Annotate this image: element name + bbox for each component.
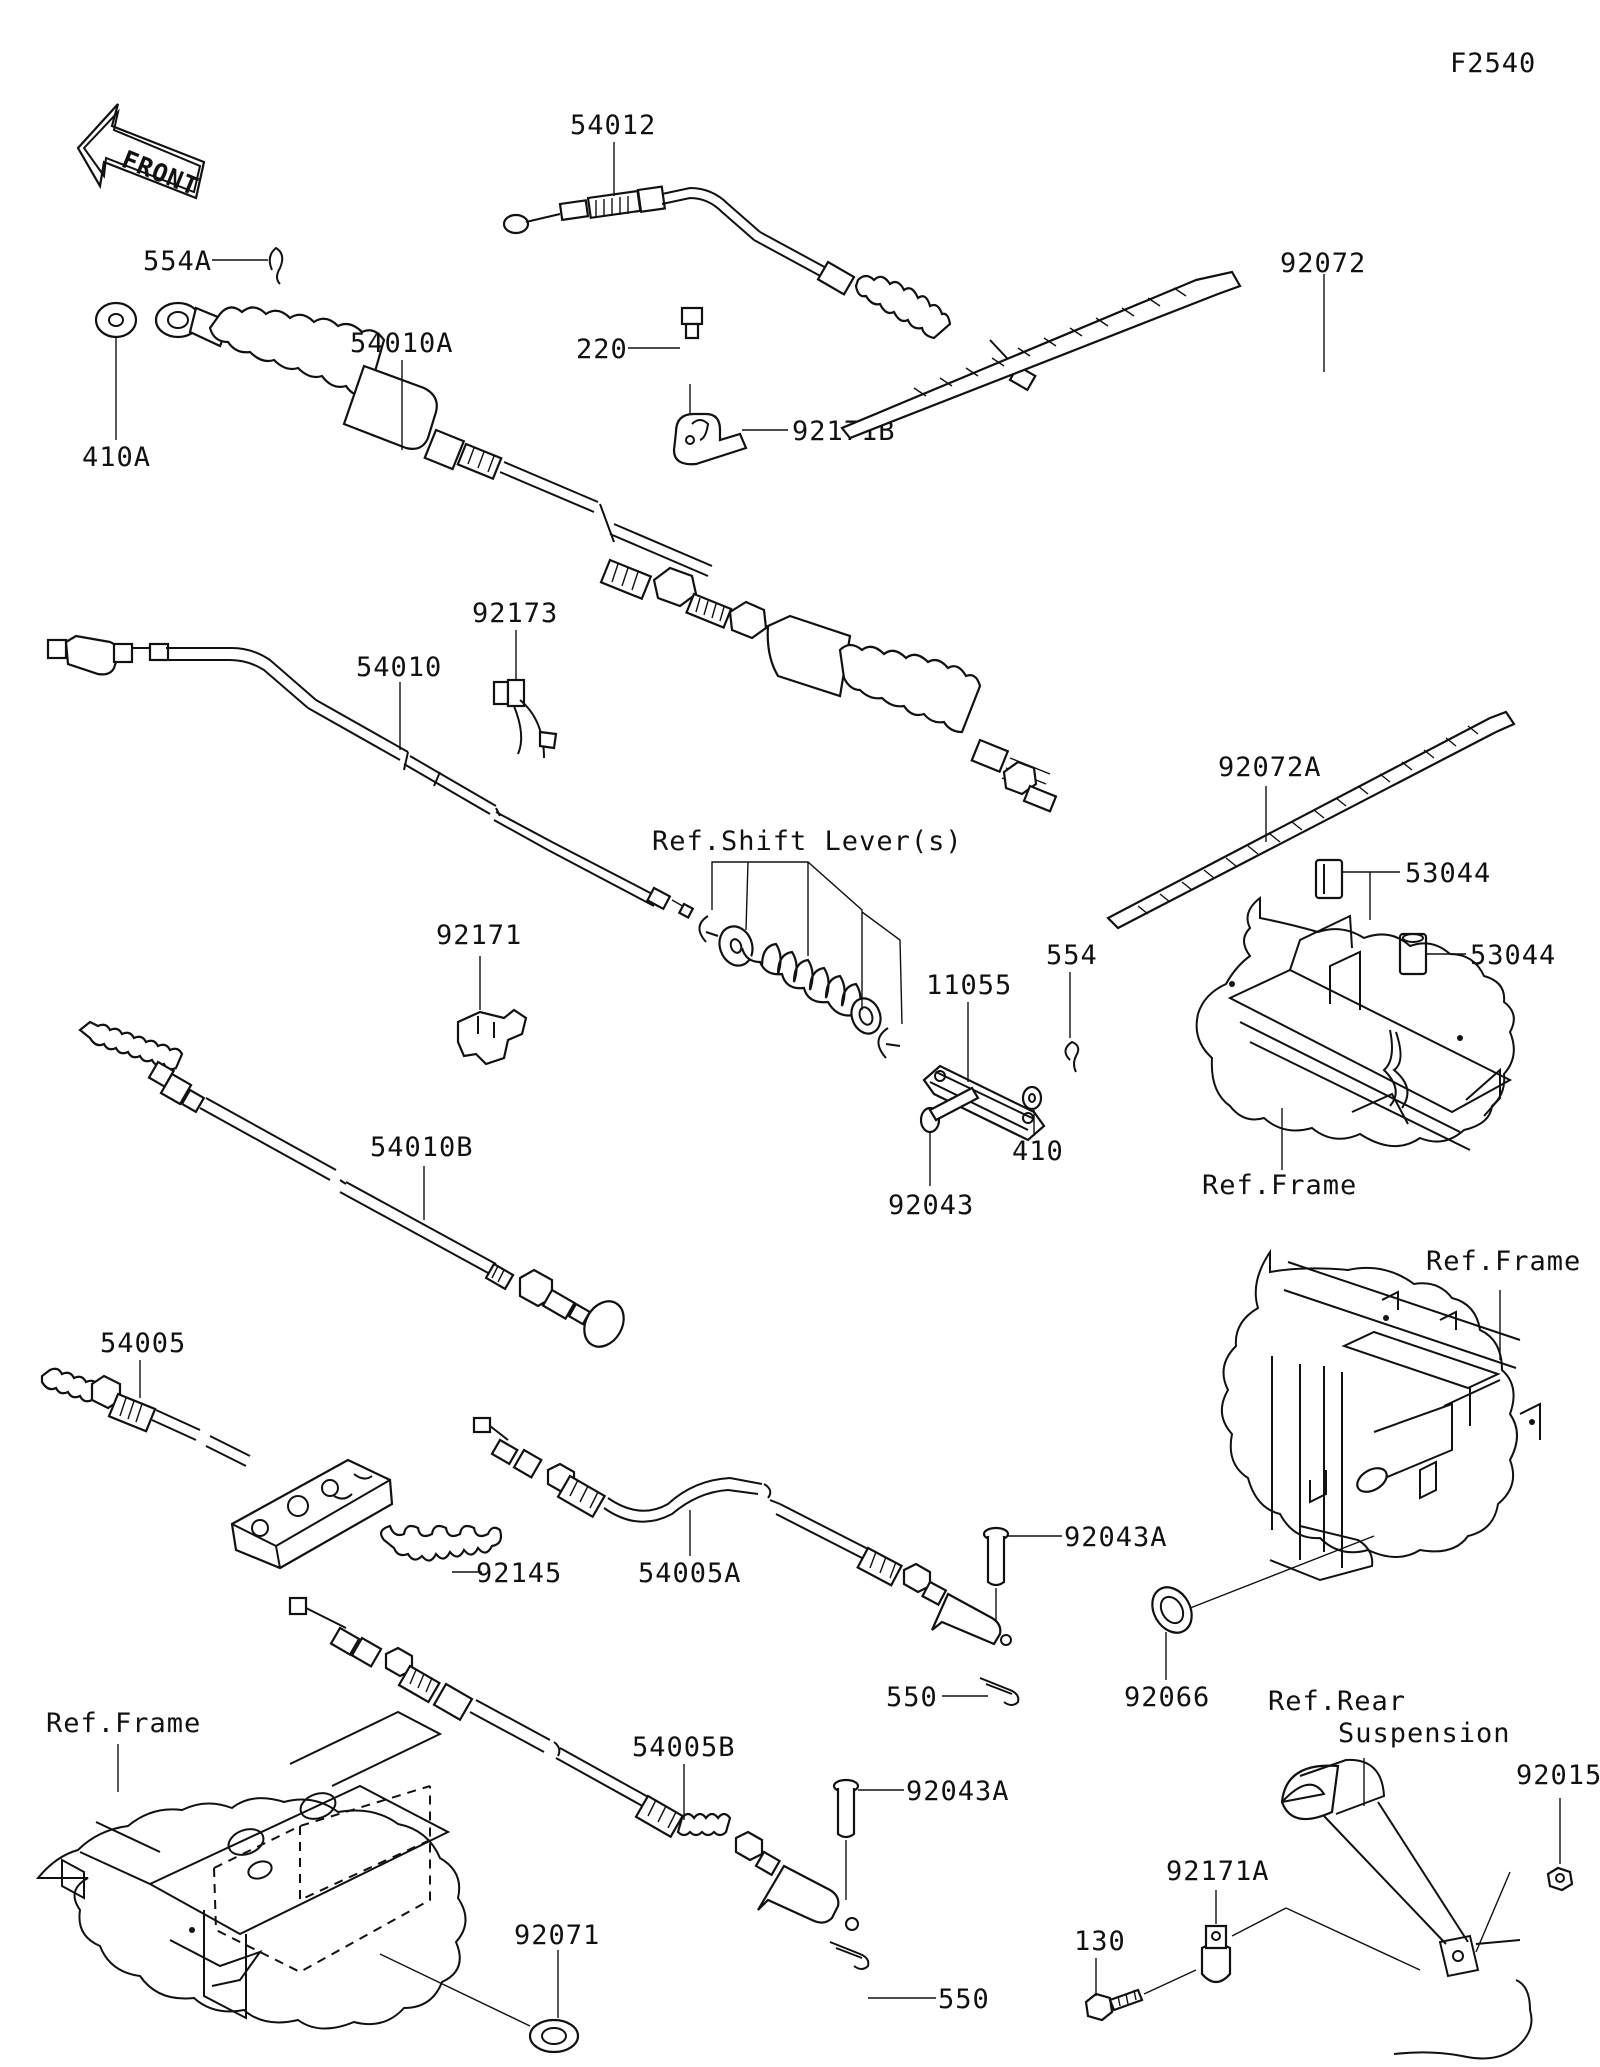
frame-ref-right-mid <box>1221 1248 1541 1582</box>
cable-54005B <box>288 1596 859 1931</box>
plug-92066 <box>1151 1586 1193 1634</box>
ref-frame-right-mid: Ref.Frame <box>1426 1246 1581 1277</box>
label-54005A: 54005A <box>638 1558 742 1589</box>
label-92043A-top: 92043A <box>1064 1522 1168 1553</box>
label-410A: 410A <box>82 442 151 473</box>
pin-92043 <box>919 1086 980 1134</box>
frame-ref-left-bottom <box>35 1710 467 2030</box>
cable-54005A <box>472 1416 1012 1646</box>
ref-rear-suspension-line2: Suspension <box>1338 1718 1511 1749</box>
leader-92171A-c <box>1285 1907 1421 1971</box>
label-54010A: 54010A <box>350 328 454 359</box>
label-92043: 92043 <box>888 1190 974 1221</box>
washer-410 <box>1021 1085 1043 1111</box>
pin-554 <box>1064 1040 1080 1073</box>
cable-54010A <box>154 301 1058 813</box>
label-92072: 92072 <box>1280 248 1366 279</box>
label-550-bottom: 550 <box>938 1984 990 2015</box>
rear-suspension-ref <box>1280 1758 1533 2060</box>
label-220: 220 <box>576 334 628 365</box>
ref-frame-right-top: Ref.Frame <box>1202 1170 1357 1201</box>
label-92066: 92066 <box>1124 1682 1210 1713</box>
label-130: 130 <box>1074 1926 1126 1957</box>
pin-92043A-bottom <box>832 1778 860 1839</box>
label-92171: 92171 <box>436 920 522 951</box>
ref-shift-lever: Ref.Shift Lever(s) <box>652 826 963 857</box>
label-53044-top: 53044 <box>1405 858 1491 889</box>
label-92072A: 92072A <box>1218 752 1322 783</box>
label-11055: 11055 <box>926 970 1012 1001</box>
leader-frame-to-92071 <box>379 1953 531 2027</box>
spring-92145 <box>380 1524 503 1562</box>
front-arrow-icon: FRONT <box>76 103 206 202</box>
cable-54010B <box>78 1020 625 1348</box>
ref-frame-left-bottom: Ref.Frame <box>46 1708 201 1739</box>
bolt-130 <box>1084 1988 1144 2022</box>
label-92173: 92173 <box>472 598 558 629</box>
grommet-92071 <box>528 2018 580 2054</box>
label-54010: 54010 <box>356 652 442 683</box>
label-54010B: 54010B <box>370 1132 474 1163</box>
leader-shift-lever <box>711 861 903 1025</box>
cable-54010 <box>46 634 695 920</box>
pin-550-bottom <box>829 1941 870 1970</box>
leader-92015-b <box>1475 1871 1511 1953</box>
clip-53044-bottom <box>1398 932 1428 976</box>
leader-frame-to-92066 <box>1179 1535 1375 1613</box>
leader-92171A-b <box>1231 1907 1287 1937</box>
lever-11055 <box>922 1064 1046 1142</box>
label-92071: 92071 <box>514 1920 600 1951</box>
label-554: 554 <box>1046 940 1098 971</box>
pin-550-top <box>979 1677 1020 1706</box>
leader-130-b <box>1143 1969 1197 1995</box>
clip-92171 <box>456 1008 528 1066</box>
bolt-220 <box>680 306 704 340</box>
clip-53044-top <box>1314 858 1344 900</box>
washer-410A <box>94 301 138 339</box>
label-54005: 54005 <box>100 1328 186 1359</box>
label-53044-bottom: 53044 <box>1470 940 1556 971</box>
label-92043A-bottom: 92043A <box>906 1776 1010 1807</box>
cable-tie-92072 <box>840 270 1242 440</box>
clamp-92171A <box>1200 1924 1232 1984</box>
cable-tie-92072A <box>1106 710 1516 930</box>
clamp-92171B <box>672 384 748 466</box>
label-92171A: 92171A <box>1166 1856 1270 1887</box>
label-54005B: 54005B <box>632 1732 736 1763</box>
clip-92173 <box>492 678 558 759</box>
label-92015: 92015 <box>1516 1760 1600 1791</box>
shift-lever-parts <box>698 915 901 1059</box>
label-550-top: 550 <box>886 1682 938 1713</box>
pin-554A <box>268 246 284 285</box>
label-92145: 92145 <box>476 1558 562 1589</box>
cable-54005 <box>40 1367 394 1570</box>
pin-92043A-top <box>982 1526 1010 1587</box>
frame-ref-right-top <box>1195 895 1515 1151</box>
label-54012: 54012 <box>570 110 656 141</box>
ref-rear-suspension-line1: Ref.Rear <box>1268 1686 1406 1717</box>
nut-92015 <box>1546 1866 1574 1892</box>
label-410: 410 <box>1012 1136 1064 1167</box>
figure-code: F2540 <box>1450 48 1536 79</box>
label-554A: 554A <box>143 246 212 277</box>
